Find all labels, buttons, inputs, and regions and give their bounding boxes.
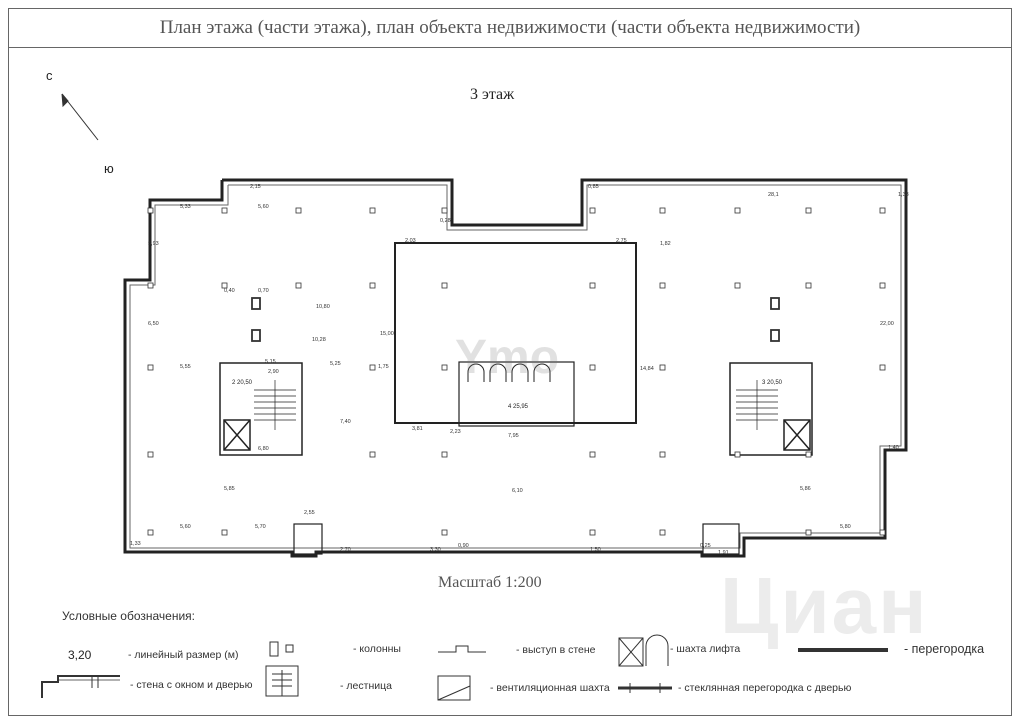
dim-label: 7,95: [508, 433, 519, 439]
legend-wall-protrusion: - выступ в стене: [516, 644, 596, 656]
dim-label: 2,15: [250, 184, 261, 190]
dim-label: 5,85: [224, 486, 235, 492]
dim-label: 1,33: [130, 541, 141, 547]
wall-window-door-icon: [41, 675, 120, 698]
dim-label: 14,84: [640, 366, 654, 372]
compass-north-label: с: [46, 68, 53, 83]
legend-symbols: [41, 634, 888, 701]
dim-label: 2,90: [268, 369, 279, 375]
dim-label: 15,00: [380, 331, 394, 337]
dim-label: 1,91: [718, 550, 729, 556]
legend-linear-size: - линейный размер (м): [128, 649, 239, 661]
dim-label: 5,60: [180, 524, 191, 530]
stairs-icon: [265, 665, 299, 697]
dim-label: 1,82: [660, 241, 671, 247]
dim-label: 5,80: [840, 524, 851, 530]
legend-lift-shaft: - шахта лифта: [670, 643, 741, 655]
dim-label: 6,80: [258, 446, 269, 452]
room-label-right-stair: 3 20,50: [762, 380, 783, 386]
dim-label: 6,10: [512, 488, 523, 494]
dim-label: 5,93: [148, 241, 159, 247]
dim-label: 2,55: [304, 510, 315, 516]
legend-glass-partition: - стеклянная перегородка с дверью: [678, 682, 852, 694]
left-stair-block: [219, 362, 303, 456]
legend-dimension-sample: 3,20: [68, 648, 92, 662]
right-stair-block: [729, 362, 813, 456]
dim-label: 7,40: [340, 419, 351, 425]
dim-label: 6,50: [148, 321, 159, 327]
compass-south-label: ю: [104, 161, 114, 176]
dim-label: 3,30: [430, 547, 441, 553]
room-label-center: 4 25,95: [508, 404, 529, 410]
legend-vent-shaft: - вентиляционная шахта: [490, 682, 610, 694]
floor-label: 3 этаж: [470, 86, 515, 103]
dim-label: 22,00: [880, 321, 894, 327]
dim-label: 1,75: [378, 364, 389, 370]
dim-label: 5,33: [180, 204, 191, 210]
watermark-brand: Ymo: [455, 331, 560, 384]
sheet-frame: [8, 8, 1012, 716]
central-atrium: [394, 242, 637, 427]
dim-label: 5,70: [255, 524, 266, 530]
bottom-service-rooms: [293, 523, 740, 555]
wall-protrusion-icon: [438, 645, 486, 653]
dimension-labels: 2,15 5,33 5,60 5,93 0,40 0,70 10,80 10,2…: [130, 184, 909, 556]
dim-label: 10,28: [312, 337, 326, 343]
dim-label: 2,75: [616, 238, 627, 244]
legend-columns: - колонны: [353, 643, 401, 655]
dim-label: 2,23: [450, 429, 461, 435]
legend-stairs: - лестница: [340, 680, 392, 692]
column-icon: [269, 641, 294, 657]
dim-label: 0,40: [224, 288, 235, 294]
dim-label: 28,1: [768, 192, 779, 198]
dim-label: 5,60: [258, 204, 269, 210]
dim-label: 0,25: [700, 543, 711, 549]
dim-label: 0,70: [258, 288, 269, 294]
vent-shaft-icon: [437, 675, 471, 701]
legend-partition: - перегородка: [904, 642, 985, 656]
dim-label: 10,80: [316, 304, 330, 310]
dim-label: 0,85: [588, 184, 599, 190]
dim-label: 5,15: [265, 359, 276, 365]
compass-arrow-icon: [61, 93, 99, 141]
dim-label: 5,55: [180, 364, 191, 370]
dim-label: 3,81: [412, 426, 423, 432]
dim-label: 5,25: [330, 361, 341, 367]
dim-label: 2,70: [340, 547, 351, 553]
lift-shaft-icon: [618, 634, 669, 667]
dim-label: 1,38: [898, 192, 909, 198]
columns: [147, 207, 886, 536]
dim-label: 0,90: [458, 543, 469, 549]
sheet-header: План этажа (части этажа), план объекта н…: [8, 8, 1012, 48]
dim-label: 1,50: [590, 547, 601, 553]
dim-label: 1,40: [888, 445, 899, 451]
legend-title: Условные обозначения:: [62, 609, 195, 623]
sheet-title: План этажа (части этажа), план объекта н…: [159, 16, 861, 38]
glass-partition-icon: [618, 683, 672, 693]
room-label-left-stair: 2 20,50: [232, 380, 253, 386]
scale-label: Масштаб 1:200: [438, 574, 542, 591]
watermark-cian: Циан: [720, 561, 929, 650]
dim-label: 0,28: [440, 218, 451, 224]
dim-label: 2,03: [405, 238, 416, 244]
dim-label: 5,86: [800, 486, 811, 492]
legend-wall-window-door: - стена с окном и дверью: [130, 679, 253, 691]
